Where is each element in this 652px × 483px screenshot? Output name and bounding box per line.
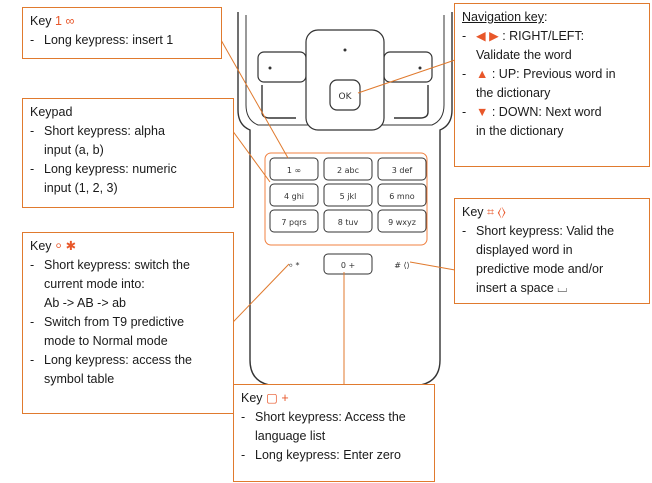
keystar-glyph: ⸰ ✱ bbox=[55, 239, 77, 253]
keypad-key-1[interactable] bbox=[269, 157, 319, 181]
keypad-key-2[interactable] bbox=[323, 157, 373, 181]
nav-item-rightleft: ◀ ▶ : RIGHT/LEFT: Validate the word bbox=[462, 27, 642, 65]
keyhash-title: Key ⌗ ⟨⟩ bbox=[462, 203, 642, 222]
keypad-key-label-1: 1 ∞ bbox=[287, 166, 301, 175]
keypad-key-8[interactable] bbox=[323, 209, 373, 233]
keypad-key-4[interactable] bbox=[269, 183, 319, 207]
keyhash-bullet: Short keypress: Valid the displayed word … bbox=[462, 222, 642, 298]
nav-item-2-l2: the dictionary bbox=[476, 86, 551, 100]
keypad-key-label-9: 9 wxyz bbox=[388, 218, 416, 227]
key0-bullet-2: Long keypress: Enter zero bbox=[241, 446, 427, 465]
keypad-bullet-short-l2: input (a, b) bbox=[44, 143, 104, 157]
keystar-b1-l3: Ab -> AB -> ab bbox=[44, 296, 126, 310]
keypad-key-label-3: 3 def bbox=[392, 166, 413, 175]
key0-box: Key ▢ + Short keypress: Access the langua… bbox=[233, 384, 435, 482]
key0-title: Key ▢ + bbox=[241, 389, 427, 408]
keystar-title: Key ⸰ ✱ bbox=[30, 237, 226, 256]
keypad-key-7[interactable] bbox=[269, 209, 319, 233]
key0-b2-l1: Long keypress: Enter zero bbox=[255, 448, 401, 462]
keystar-b3-l2: symbol table bbox=[44, 372, 115, 386]
bottom-key-label-1: ⸰ * bbox=[288, 261, 299, 270]
key1-title-text: Key bbox=[30, 14, 52, 28]
nav-item-3-l2: in the dictionary bbox=[476, 124, 564, 138]
key0-b1-l2: language list bbox=[255, 429, 326, 443]
keystar-b1-l2: current mode into: bbox=[44, 277, 145, 291]
key0-glyph: ▢ + bbox=[266, 391, 289, 405]
keypad-key-label-2: 2 abc bbox=[337, 166, 359, 175]
nav-title-suffix: : bbox=[544, 10, 548, 24]
nav-title: Navigation key: bbox=[462, 8, 642, 27]
key1-title: Key 1 ∞ bbox=[30, 12, 214, 31]
keystar-b2-l2: mode to Normal mode bbox=[44, 334, 168, 348]
nav-item-1-l1: : RIGHT/LEFT: bbox=[502, 29, 585, 43]
nav-item-2-l1: : UP: Previous word in bbox=[491, 67, 616, 81]
keypad-key-9[interactable] bbox=[377, 209, 427, 233]
keystar-b1-l1: Short keypress: switch the bbox=[44, 258, 190, 272]
keypad-key-5[interactable] bbox=[323, 183, 373, 207]
key0-bullet-1: Short keypress: Access the language list bbox=[241, 408, 427, 446]
keypad-box: Keypad Short keypress: alpha input (a, b)… bbox=[22, 98, 234, 208]
left-right-arrow-icon: ◀ ▶ bbox=[476, 29, 499, 43]
down-arrow-icon: ▼ bbox=[476, 105, 489, 119]
keyhash-l1: Short keypress: Valid the bbox=[476, 224, 615, 238]
keystar-b2-l1: Switch from T9 predictive bbox=[44, 315, 185, 329]
key1-box: Key 1 ∞ Long keypress: insert 1 bbox=[22, 7, 222, 59]
nav-title-text: Navigation key bbox=[462, 10, 544, 24]
keypad-bullet-short-l1: Short keypress: alpha bbox=[44, 124, 165, 138]
keypad-key-label-4: 4 ghi bbox=[284, 192, 304, 201]
keyhash-box: Key ⌗ ⟨⟩ Short keypress: Valid the displa… bbox=[454, 198, 650, 304]
keyhash-glyph: ⌗ ⟨⟩ bbox=[487, 205, 506, 219]
keypad-bullet-long-l1: Long keypress: numeric bbox=[44, 162, 177, 176]
key1-bullet: Long keypress: insert 1 bbox=[30, 31, 214, 50]
bottom-key-2[interactable] bbox=[323, 253, 373, 275]
keyhash-l4: insert a space ⌴ bbox=[476, 281, 568, 295]
keypad-grid: 1 ∞ 2 abc 3 def 4 ghi 5 jkl 6 mno 7 pqrs 8 tuv 9… bbox=[269, 157, 427, 233]
up-arrow-icon: ▲ bbox=[476, 67, 489, 81]
keystar-bullet-1: Short keypress: switch the current mode i… bbox=[30, 256, 226, 313]
keyhash-l3: predictive mode and/or bbox=[476, 262, 604, 276]
nav-item-3-l1: : DOWN: Next word bbox=[491, 105, 602, 119]
keypad-key-3[interactable] bbox=[377, 157, 427, 181]
bottom-key-3[interactable] bbox=[378, 254, 426, 274]
keypad-key-6[interactable] bbox=[377, 183, 427, 207]
keypad-title: Keypad bbox=[30, 105, 73, 119]
keypad-bullet-long-l2: input (1, 2, 3) bbox=[44, 181, 118, 195]
key1-glyph: 1 ∞ bbox=[55, 14, 75, 28]
key0-title-text: Key bbox=[241, 391, 263, 405]
keypad-bullet-short: Short keypress: alpha input (a, b) bbox=[30, 122, 226, 160]
keypad-key-label-5: 5 jkl bbox=[340, 192, 357, 201]
nav-item-1-l2: Validate the word bbox=[476, 48, 572, 62]
bottom-key-1[interactable] bbox=[270, 254, 318, 274]
bottom-key-label-3: # ⟨⟩ bbox=[394, 261, 410, 270]
keystar-box: Key ⸰ ✱ Short keypress: switch the curren… bbox=[22, 232, 234, 414]
keyhash-title-text: Key bbox=[462, 205, 484, 219]
nav-box: Navigation key: ◀ ▶ : RIGHT/LEFT: Validat… bbox=[454, 3, 650, 167]
ok-key[interactable] bbox=[329, 79, 361, 111]
ok-key-label: OK bbox=[339, 92, 353, 102]
keystar-b3-l1: Long keypress: access the bbox=[44, 353, 192, 367]
keystar-title-text: Key bbox=[30, 239, 52, 253]
keypad-bullet-long: Long keypress: numeric input (1, 2, 3) bbox=[30, 160, 226, 198]
key0-b1-l1: Short keypress: Access the bbox=[255, 410, 406, 424]
keyhash-l2: displayed word in bbox=[476, 243, 573, 257]
keypad-key-label-8: 8 tuv bbox=[338, 218, 359, 227]
keypad-key-label-6: 6 mno bbox=[389, 192, 414, 201]
keypad-key-label-7: 7 pqrs bbox=[281, 218, 306, 227]
bottom-key-label-2: 0 + bbox=[341, 261, 355, 270]
keystar-bullet-2: Switch from T9 predictive mode to Normal … bbox=[30, 313, 226, 351]
nav-item-down: ▼ : DOWN: Next word in the dictionary bbox=[462, 103, 642, 141]
nav-item-up: ▲ : UP: Previous word in the dictionary bbox=[462, 65, 642, 103]
keystar-bullet-3: Long keypress: access the symbol table bbox=[30, 351, 226, 389]
